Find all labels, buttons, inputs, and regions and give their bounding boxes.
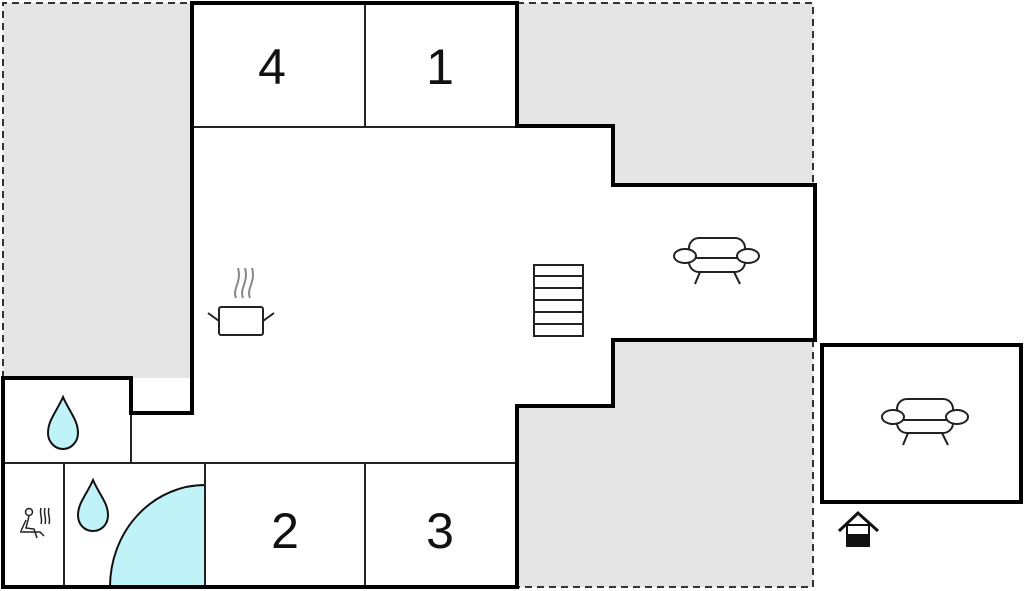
terrace-bottom-right [517,340,813,587]
house-entrance-icon [837,510,880,547]
bedroom-2-label: 2 [271,503,299,559]
whirlpool-icon [108,483,206,588]
plot-boundary [2,2,814,588]
annex-sofa-icon [881,398,969,446]
terrace-left [3,3,192,378]
outdoor-areas [3,3,813,587]
staircase-icon [533,264,584,337]
bedroom-1-label: 1 [426,39,454,95]
terrace-top-right [517,3,813,185]
bedroom-4-label: 4 [258,39,286,95]
bedroom-3-label: 3 [426,503,454,559]
interior-walls [3,3,517,587]
water-drop-icon [46,394,80,451]
sofa-icon [673,237,760,285]
sauna-icon [20,507,51,539]
water-drop-icon [76,477,110,533]
cooking-pot-icon [207,267,275,336]
exterior-walls [1,1,817,589]
